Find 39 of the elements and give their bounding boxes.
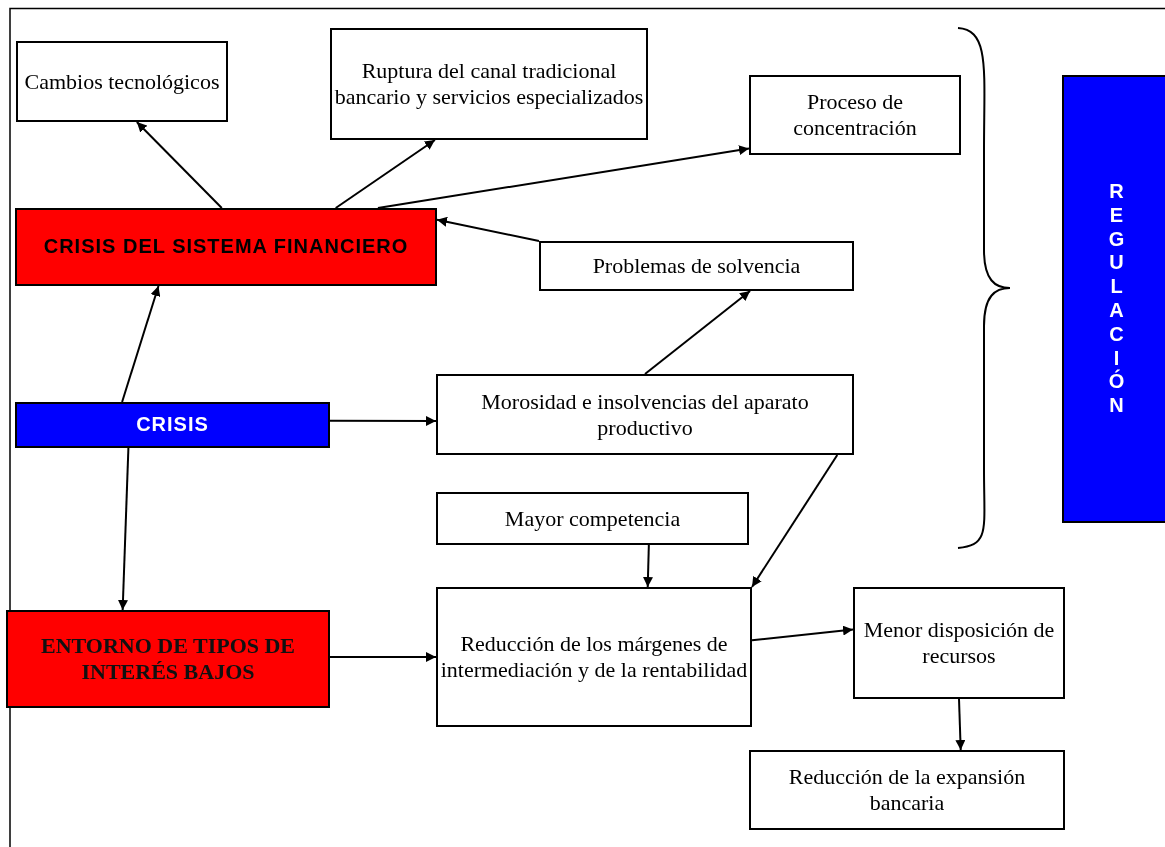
crisis-box [6,610,330,708]
arrow [329,415,437,426]
node-label: ENTORNO DE TIPOS DE INTERÉS BAJOS [39,633,297,685]
node-label: Proceso de concentración [792,89,918,141]
arrow [644,290,752,375]
process-box [330,28,648,140]
crisis-box [15,402,330,448]
arrow [121,285,161,403]
process-box [436,587,752,727]
process-box [749,75,961,155]
arrow [135,121,223,209]
process-box [749,750,1065,830]
crisis-box [15,208,437,286]
arrow [118,447,130,611]
node-label: REGULACIÓN [1107,180,1127,418]
node-label: Reducción de la expansión bancaria [787,764,1027,816]
process-box [436,374,854,455]
process-box [539,241,854,291]
process-box [436,492,749,545]
node-label: Reducción de los márgenes de intermediación y de la rentabilidad [439,631,749,683]
node-label: Mayor competencia [504,505,681,532]
arrow [436,216,540,242]
arrow [751,454,839,588]
node-label: CRISIS [136,413,209,437]
arrow [643,544,653,588]
arrow [751,625,854,642]
node-label: Cambios tecnológicos [24,68,220,95]
arrow [955,698,966,751]
node-label: CRISIS DEL SISTEMA FINANCIERO [43,235,409,259]
regulation-box [1062,75,1165,523]
node-label: Menor disposición de recursos [862,617,1056,669]
arrow [329,652,437,662]
process-box [16,41,228,122]
process-box [853,587,1065,699]
node-label: Problemas de solvencia [592,253,801,279]
arrow [376,145,750,209]
node-label: Morosidad e insolvencias del aparato productivo [480,388,810,441]
node-label: Ruptura del canal tradicional bancario y servicios especializados [333,58,645,110]
arrow [334,139,436,209]
